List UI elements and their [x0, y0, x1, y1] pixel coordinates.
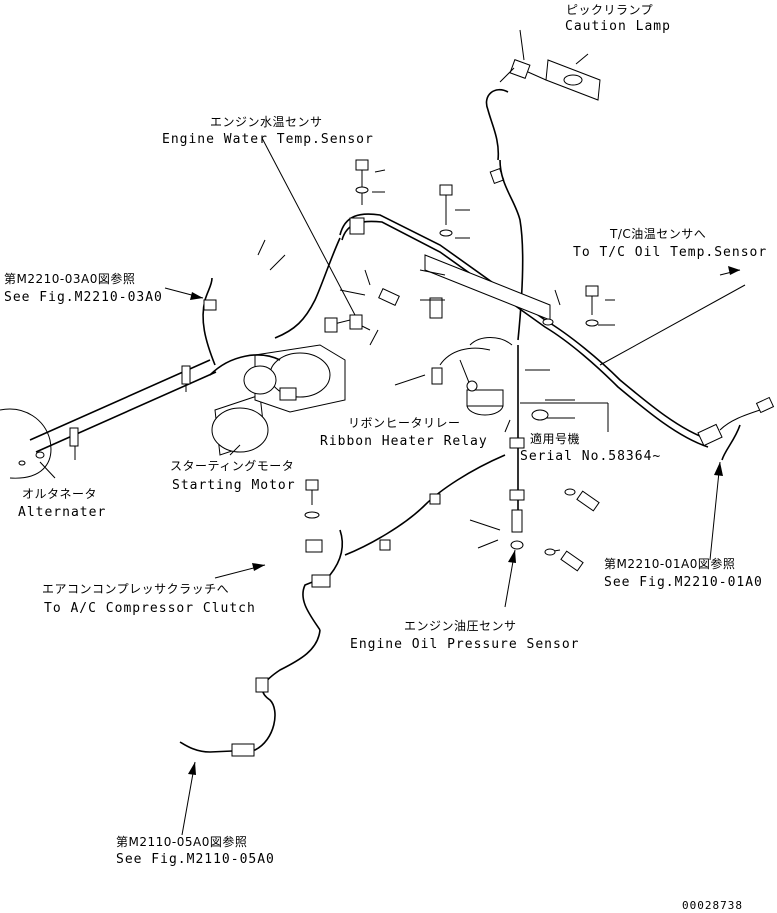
- caution-lamp-jp: ピックリランプ: [566, 3, 653, 17]
- starting-motor: [209, 344, 346, 456]
- tc-oil-jp: T/C油温センサへ: [609, 227, 706, 241]
- ref-m2210-03-en: See Fig.M2210-03A0: [4, 290, 163, 305]
- alternator: [0, 359, 217, 479]
- drawing-number: 00028738: [682, 899, 743, 912]
- serial-en: Serial No.58364~: [520, 449, 661, 464]
- tc-oil-en: To T/C Oil Temp.Sensor: [573, 245, 767, 260]
- oil-press-jp: エンジン油圧センサ: [404, 619, 517, 633]
- serial-jp: 適用号機: [530, 431, 580, 446]
- ref-m2110-05-en: See Fig.M2110-05A0: [116, 852, 275, 867]
- water-temp-jp: エンジン水温センサ: [210, 115, 323, 129]
- caution-lamp-en: Caution Lamp: [565, 19, 671, 34]
- ref-m2210-03-jp: 第M2210-03A0図参照: [4, 271, 135, 286]
- starting-jp: スターティングモータ: [170, 459, 294, 473]
- harness-caution-lamp: [499, 159, 524, 341]
- caution-lamp: [485, 29, 601, 184]
- ac-en: To A/C Compressor Clutch: [44, 601, 256, 616]
- oil-press-en: Engine Oil Pressure Sensor: [350, 637, 580, 652]
- harness-m2210-03: [202, 277, 216, 366]
- clip: [203, 299, 217, 311]
- water-temp-sensor: [324, 159, 400, 333]
- ref-m2210-01-en: See Fig.M2210-01A0: [604, 575, 763, 590]
- ribbon-jp: リボンヒータリレー: [348, 416, 461, 430]
- ref-m2110-05-jp: 第M2110-05A0図参照: [116, 834, 247, 849]
- alternator-en: Alternater: [18, 505, 106, 520]
- ref-m2210-01-jp: 第M2210-01A0図参照: [604, 556, 735, 571]
- harness-ac: [179, 479, 344, 757]
- lower-harness: [344, 345, 600, 572]
- water-temp-en: Engine Water Temp.Sensor: [162, 132, 374, 147]
- upper-harness: [274, 213, 775, 461]
- serial-bracket: [520, 402, 609, 432]
- ribbon-heater-relay: [431, 337, 513, 416]
- starting-en: Starting Motor: [172, 478, 296, 493]
- ac-jp: エアコンコンプレッサクラッチへ: [42, 582, 229, 596]
- arrows: [39, 137, 746, 836]
- leader-ticks: [257, 169, 615, 419]
- bracket-bolts: [424, 184, 599, 327]
- alternator-jp: オルタネータ: [22, 487, 97, 501]
- ribbon-en: Ribbon Heater Relay: [320, 434, 488, 449]
